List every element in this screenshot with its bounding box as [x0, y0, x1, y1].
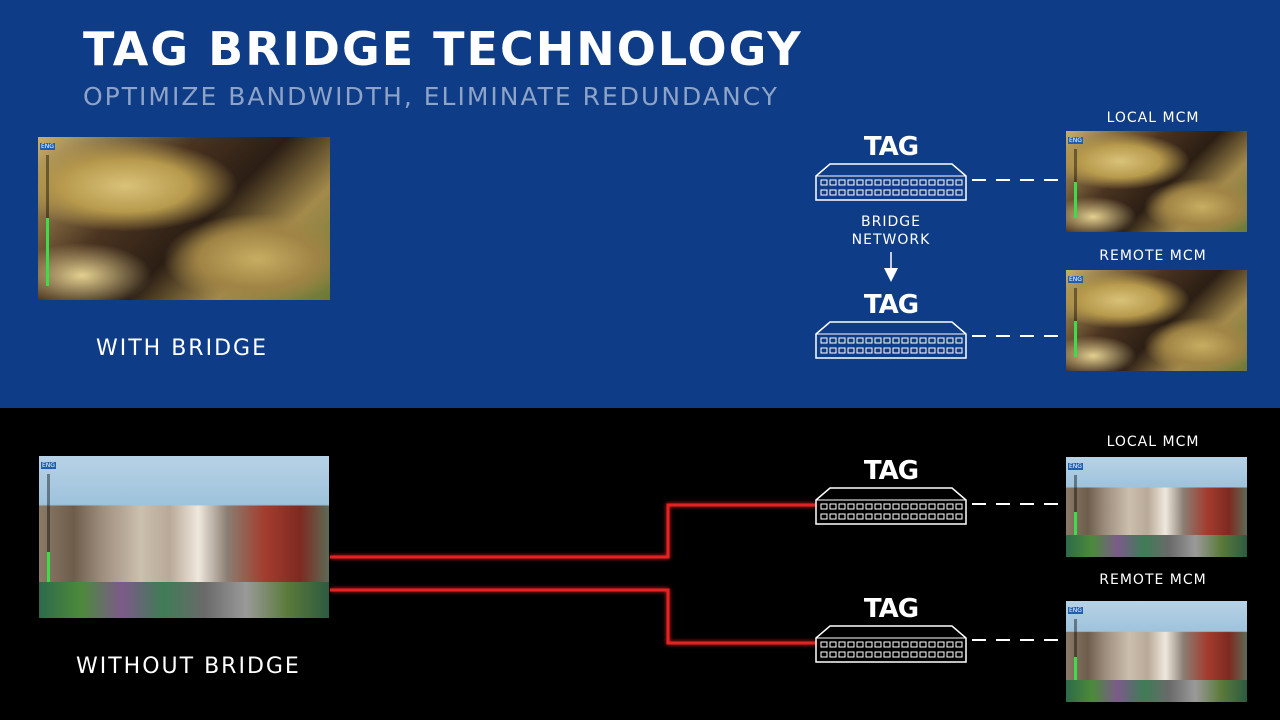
- bridge-network-label: BRIDGE NETWORK: [831, 213, 951, 249]
- meter-label: ENG: [1068, 463, 1083, 470]
- switch-remote-top-icon: [815, 321, 967, 359]
- remote-mcm-monitor-bottom: ENG: [1066, 601, 1247, 702]
- remote-mcm-monitor-top: ENG: [1066, 270, 1247, 371]
- meter-label: ENG: [1068, 276, 1083, 283]
- audio-meter: ENG: [1068, 463, 1083, 551]
- remote-mcm-label-top: REMOTE MCM: [1099, 248, 1207, 264]
- switch-local-top-icon: [815, 163, 967, 201]
- with-bridge-label: WITH BRIDGE: [96, 336, 268, 361]
- tag-logo-remote-top: TAG: [863, 290, 919, 320]
- local-mcm-monitor-bottom: ENG: [1066, 457, 1247, 557]
- source-video-without-bridge: ENG: [39, 456, 329, 618]
- remote-mcm-label-bottom: REMOTE MCM: [1099, 572, 1207, 588]
- bridge-network-label-line1: BRIDGE: [861, 214, 921, 230]
- bridge-network-label-line2: NETWORK: [851, 232, 931, 248]
- switch-remote-bottom-icon: [815, 625, 967, 663]
- meter-label: ENG: [1068, 607, 1083, 614]
- without-bridge-label: WITHOUT BRIDGE: [76, 654, 301, 679]
- meter-label: ENG: [40, 143, 55, 150]
- local-mcm-monitor-top: ENG: [1066, 131, 1247, 232]
- local-mcm-label-bottom: LOCAL MCM: [1106, 434, 1200, 450]
- local-mcm-label-top: LOCAL MCM: [1106, 110, 1200, 126]
- audio-meter: ENG: [41, 462, 56, 612]
- audio-meter: ENG: [1068, 137, 1083, 226]
- audio-meter: ENG: [1068, 276, 1083, 365]
- red-link-remote: [330, 588, 816, 645]
- tag-logo-remote-bottom: TAG: [863, 594, 919, 624]
- meter-label: ENG: [1068, 137, 1083, 144]
- page-title: TAG BRIDGE TECHNOLOGY: [83, 22, 803, 76]
- switch-local-bottom-icon: [815, 487, 967, 525]
- red-link-local: [330, 503, 816, 559]
- tag-logo-local-bottom: TAG: [863, 456, 919, 486]
- meter-label: ENG: [41, 462, 56, 469]
- tag-logo-local-top: TAG: [863, 132, 919, 162]
- page-subtitle: OPTIMIZE BANDWIDTH, ELIMINATE REDUNDANCY: [83, 82, 779, 111]
- down-arrow-icon: [884, 268, 898, 282]
- audio-meter: ENG: [40, 143, 55, 294]
- source-video-with-bridge: ENG: [38, 137, 330, 300]
- audio-meter: ENG: [1068, 607, 1083, 696]
